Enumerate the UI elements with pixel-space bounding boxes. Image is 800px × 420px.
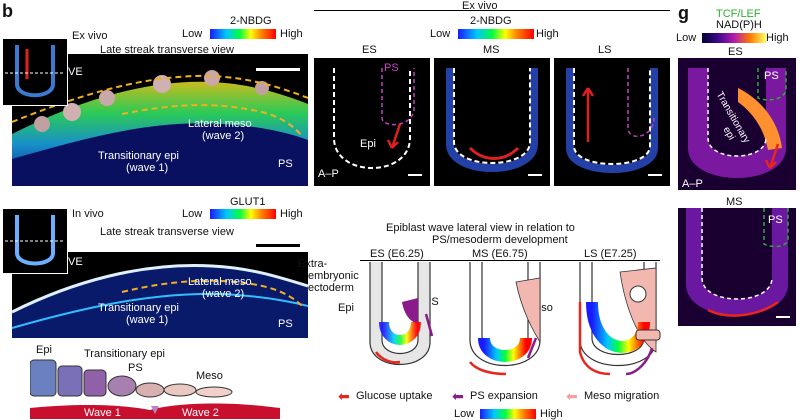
transitionary-epi-label: Transitionary epi: [98, 302, 179, 314]
extraembryonic-label-2: embryonic: [308, 270, 359, 282]
epi-meso-cell-schematic: [30, 359, 280, 419]
ps-label: PS: [278, 158, 293, 170]
schematic-epi: Epi: [338, 302, 354, 314]
stage-es-e625: ES (E6.25): [370, 248, 424, 260]
exvivo-label: Ex vivo: [72, 30, 108, 42]
glut1-cbar-title: GLUT1: [230, 196, 266, 208]
exvivo-inset-image: [2, 38, 68, 106]
wave1-label: Wave 1: [84, 407, 121, 419]
series-colorbar: [458, 29, 534, 39]
wave-schematic-title-2: PS/mesoderm development: [432, 234, 568, 246]
nbdg-cbar-high: High: [280, 28, 303, 40]
nadph-cbar-low: Low: [676, 32, 697, 44]
g-ap-label: A–P: [682, 178, 703, 190]
glut1-cbar-low: Low: [182, 208, 203, 220]
g-ms-title: MS: [726, 196, 743, 208]
scale-bar: [256, 68, 300, 71]
exvivo-view-title: Late streak transverse view: [100, 44, 234, 56]
nadph-cbar-high: High: [766, 32, 789, 44]
g-es-title: ES: [728, 46, 743, 58]
invivo-view-title: Late streak transverse view: [100, 226, 234, 238]
ps-label: PS: [278, 318, 293, 330]
wave2-label: Wave 2: [182, 407, 219, 419]
schematic-epi-label: Epi: [36, 344, 52, 356]
g-ms-ps-label: PS: [768, 214, 783, 226]
ve-label: VE: [68, 256, 83, 268]
stage-ms-e675: MS (E6.75): [472, 248, 528, 260]
stage-es-title: ES: [362, 44, 377, 56]
es-nadph-image: [678, 58, 796, 190]
schematic-cbar-low: Low: [454, 408, 475, 420]
stage-ls-title: LS: [598, 44, 612, 56]
schematic-transitionary-label: Transitionary epi: [84, 348, 165, 360]
lateral-meso-wave-label: (wave 2): [202, 288, 245, 300]
transitionary-epi-label: Transitionary epi: [98, 150, 179, 162]
exvivo-header-line: [314, 10, 670, 11]
meso-migration-arrow-icon: ⬅: [566, 388, 578, 404]
g-ps-label: PS: [764, 70, 779, 82]
lateral-meso-label: Lateral meso: [188, 118, 252, 130]
lateral-meso-label: Lateral meso: [188, 276, 252, 288]
embryo-stage-diagrams: [369, 262, 661, 376]
legend-ps-expansion: PS expansion: [470, 390, 538, 402]
extraembryonic-label-1: Extra-: [298, 258, 328, 270]
transitionary-epi-wave-label: (wave 1): [126, 314, 169, 326]
glucose-arrow-icon: ⬅: [338, 388, 350, 404]
nadph-label: NAD(P)H: [716, 19, 762, 31]
stage-ls-e725: LS (E7.25): [584, 248, 637, 260]
series-cbar-low: Low: [430, 28, 451, 40]
extraembryonic-label-3: ectoderm: [308, 282, 354, 294]
tcf-lef-label: TCF/LEF: [716, 8, 761, 20]
glut1-colorbar: [210, 209, 276, 219]
ve-label: VE: [68, 66, 83, 78]
ms-embryo-image: [434, 58, 550, 186]
nbdg-cbar-low: Low: [182, 28, 203, 40]
panel-letter-b: b: [2, 1, 13, 21]
es-epi-label: Epi: [360, 138, 376, 150]
schematic-cbar-high: High: [540, 408, 563, 420]
panel-letter-g: g: [678, 3, 689, 23]
ls-embryo-image: [554, 58, 670, 186]
invivo-inset-image: [2, 208, 68, 274]
legend-meso-migration: Meso migration: [584, 390, 660, 402]
exvivo-header: Ex vivo: [462, 0, 498, 12]
stage-ms-title: MS: [483, 44, 500, 56]
glut1-cbar-high: High: [280, 208, 303, 220]
schematic-colorbar: [480, 409, 536, 419]
wave-schematic-title-1: Epiblast wave lateral view in relation t…: [386, 222, 575, 234]
transitionary-epi-wave-label: (wave 1): [126, 162, 169, 174]
invivo-label: In vivo: [72, 208, 104, 220]
ap-axis-label: A–P: [318, 168, 339, 180]
ps-expansion-arrow-icon: ⬅: [452, 388, 464, 404]
scale-bar: [256, 244, 300, 247]
schematic-ps-label: PS: [128, 362, 143, 374]
series-cbar-high: High: [536, 28, 559, 40]
schematic-meso-label: Meso: [196, 370, 223, 382]
series-cbar-title: 2-NBDG: [470, 15, 512, 27]
ms-nadph-image: [678, 208, 796, 326]
es-ps-label: PS: [384, 62, 399, 74]
legend-glucose: Glucose uptake: [356, 390, 433, 402]
lateral-meso-wave-label: (wave 2): [202, 130, 245, 142]
es-embryo-image: [314, 58, 430, 186]
nadph-colorbar: [702, 33, 766, 43]
nbdg-cbar-title: 2-NBDG: [230, 15, 272, 27]
nbdg-colorbar: [210, 29, 276, 39]
stage-axis-line: [360, 260, 660, 261]
